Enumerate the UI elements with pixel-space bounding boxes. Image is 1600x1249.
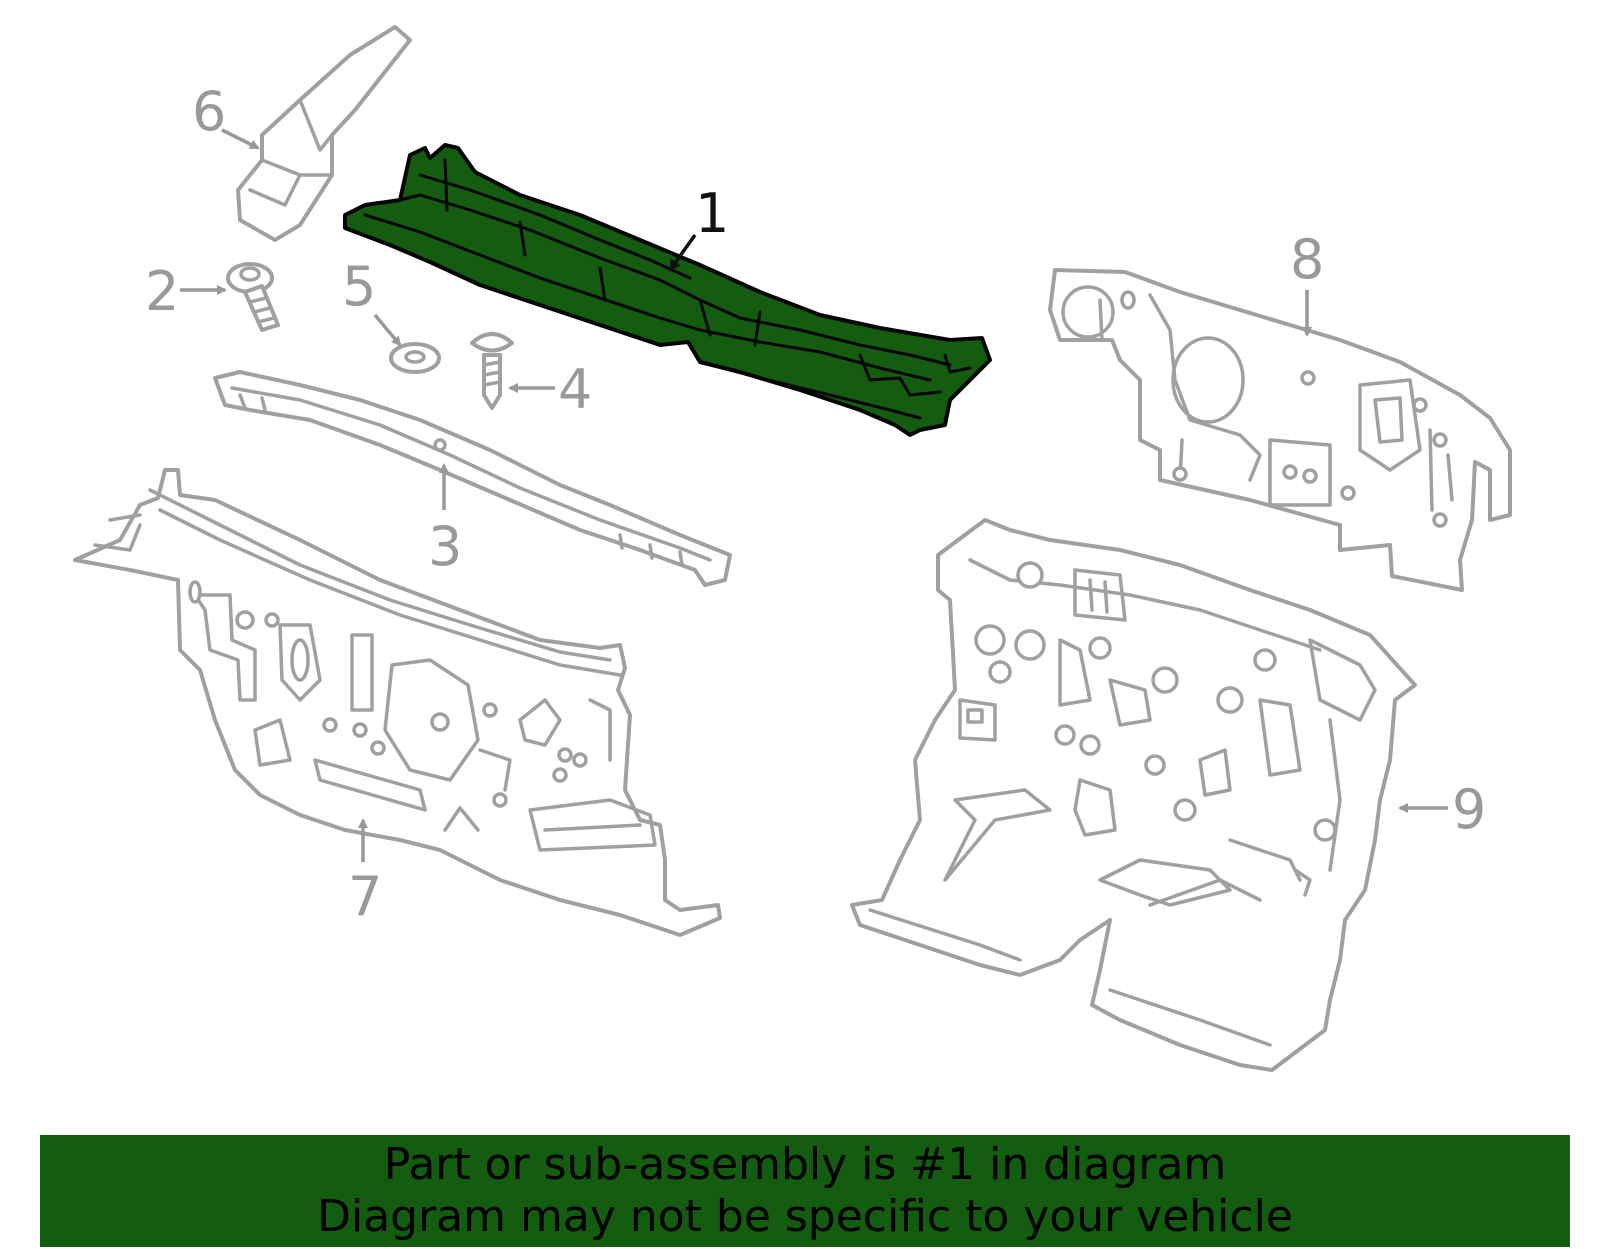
callout-6-label: 6 (192, 80, 226, 143)
callout-4: 4 (508, 358, 592, 421)
callout-9-label: 9 (1452, 778, 1486, 841)
part-6-bracket[interactable] (236, 25, 412, 242)
part-9-insulator[interactable] (850, 518, 1417, 1072)
info-banner: Part or sub-assembly is #1 in diagram Di… (40, 1135, 1570, 1247)
banner-line-1: Part or sub-assembly is #1 in diagram (383, 1139, 1227, 1190)
part-2-bolt[interactable] (226, 262, 280, 332)
part-1-cowl-top[interactable] (343, 143, 992, 437)
callout-5-label: 5 (342, 255, 376, 318)
callout-7-label: 7 (348, 865, 382, 928)
callout-2-label: 2 (145, 260, 179, 323)
callout-2: 2 (145, 260, 227, 323)
callout-7: 7 (348, 818, 382, 928)
part-5-washer[interactable] (389, 342, 441, 374)
part-3-crossmember[interactable] (213, 370, 732, 587)
callout-4-label: 4 (558, 358, 592, 421)
callout-9: 9 (1398, 778, 1486, 841)
callout-5: 5 (342, 255, 402, 347)
callout-3-label: 3 (428, 515, 462, 578)
callout-1-label: 1 (695, 182, 729, 245)
part-7-dash-panel[interactable] (73, 468, 722, 937)
callout-1: 1 (668, 182, 729, 272)
banner-line-2: Diagram may not be specific to your vehi… (317, 1191, 1293, 1242)
part-4-screw[interactable] (470, 332, 514, 410)
callout-8-label: 8 (1290, 228, 1324, 291)
part-8-insulator[interactable] (1048, 268, 1512, 592)
callout-3: 3 (428, 463, 462, 578)
callout-8: 8 (1290, 228, 1324, 337)
callout-6: 6 (192, 80, 260, 150)
